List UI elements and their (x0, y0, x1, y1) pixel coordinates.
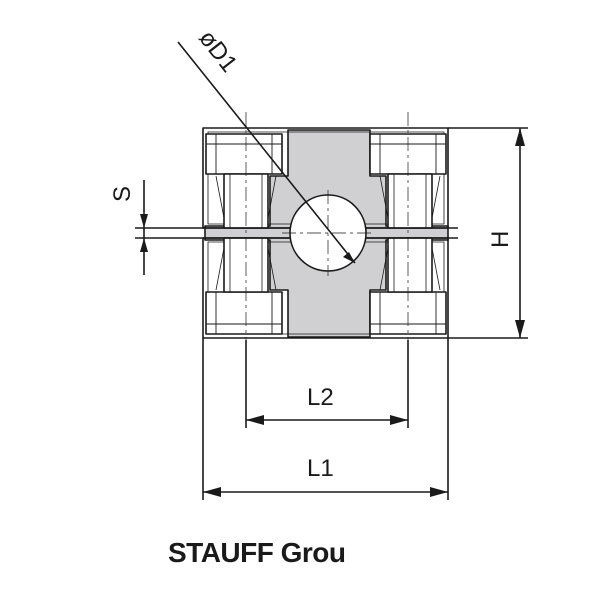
l2-arrow-right (390, 415, 408, 425)
l2-arrow-left (246, 415, 264, 425)
bolt-head-top-left (205, 133, 283, 175)
h-label: H (487, 231, 514, 248)
h-arrow-bottom (515, 320, 525, 338)
center-lines (245, 112, 409, 340)
s-label: S (109, 186, 136, 202)
l1-label: L1 (307, 455, 334, 482)
s-arrow-top (140, 214, 148, 228)
bolt-thread-lines (215, 174, 441, 292)
s-arrow-bottom (140, 238, 148, 252)
l1-arrow-right (430, 487, 448, 497)
l2-label: L2 (307, 384, 334, 411)
d1-arrow-head (343, 252, 355, 263)
h-arrow-top (515, 128, 525, 146)
d1-leader-line (177, 41, 356, 264)
bolt-head-bottom-left (205, 291, 283, 335)
l1-arrow-left (203, 487, 221, 497)
product-caption: STAUFF Grou (168, 537, 346, 568)
